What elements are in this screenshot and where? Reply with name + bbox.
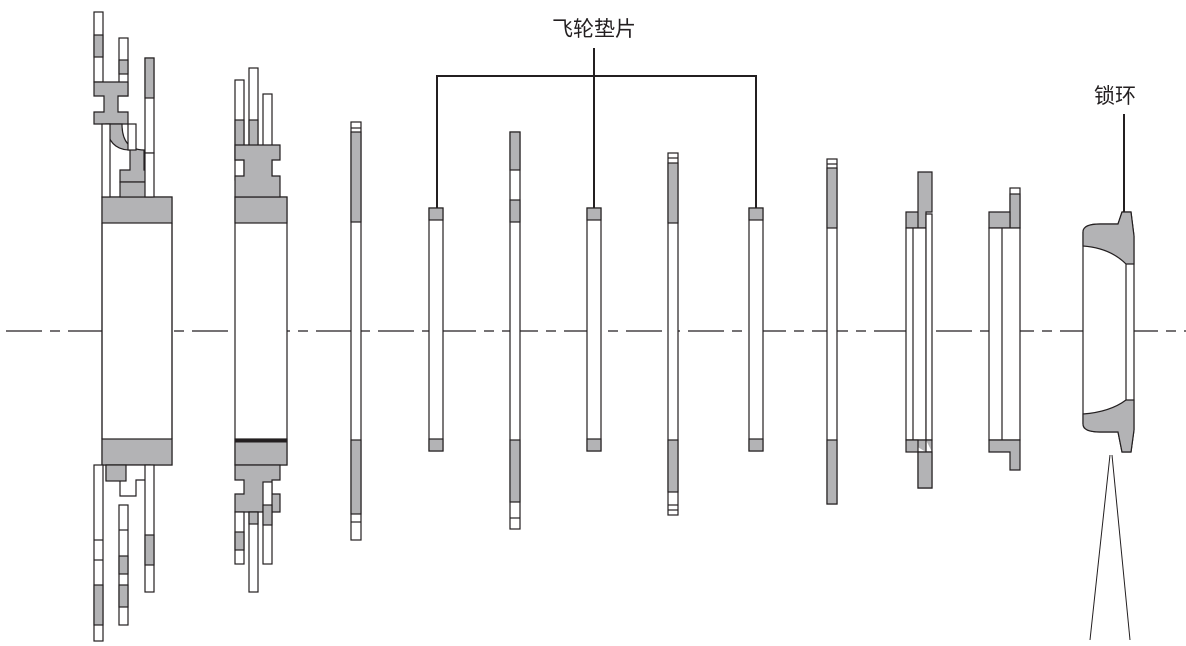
spacer-1 bbox=[428, 207, 444, 452]
cog-4 bbox=[509, 131, 521, 530]
cog-cluster-1 bbox=[93, 11, 173, 642]
cog-8 bbox=[988, 187, 1021, 471]
spacer-3 bbox=[748, 207, 764, 452]
cog-3 bbox=[350, 121, 362, 541]
cog-7 bbox=[905, 171, 933, 489]
spacer-label: 飞轮垫片 bbox=[552, 17, 636, 41]
cog-6 bbox=[826, 158, 838, 505]
cog-5 bbox=[667, 152, 679, 516]
spacer-callout-leader bbox=[436, 48, 757, 208]
spacer-2 bbox=[586, 207, 602, 452]
cog-cluster-2 bbox=[234, 67, 288, 593]
lock-ring bbox=[1082, 211, 1135, 641]
lockring-label: 锁环 bbox=[1094, 84, 1136, 108]
